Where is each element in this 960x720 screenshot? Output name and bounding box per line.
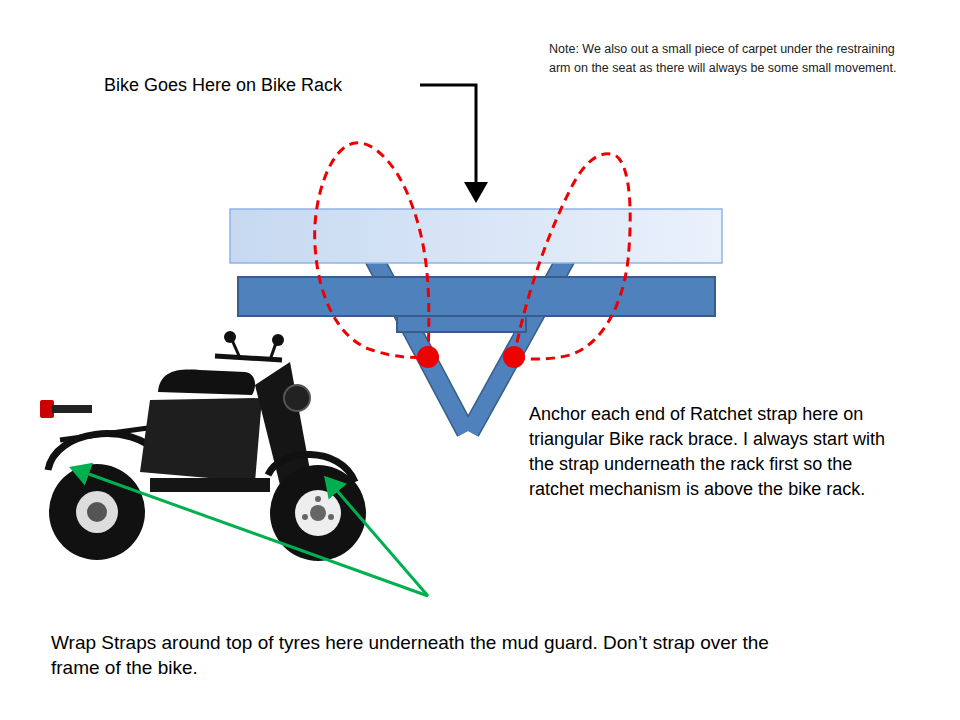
pointer-label: Bike Goes Here on Bike Rack <box>104 74 404 96</box>
strap-loop <box>514 154 630 359</box>
strap-loop <box>315 143 429 358</box>
pointer-arrow <box>72 468 428 596</box>
anchor-dot <box>417 346 439 368</box>
rack-bar <box>238 277 715 316</box>
note-text: Note: We also out a small piece of carpe… <box>549 40 917 78</box>
scooter-illustration <box>40 331 366 561</box>
instruction-text: Wrap Straps around top of tyres here und… <box>51 630 771 680</box>
rack-plate <box>397 316 526 332</box>
pointer-arrow <box>326 478 428 596</box>
pointer-arrow <box>420 85 476 200</box>
rack-top-bar <box>230 209 722 263</box>
anchor-dot <box>503 346 525 368</box>
instruction-text: Anchor each end of Ratchet strap here on… <box>529 402 909 502</box>
